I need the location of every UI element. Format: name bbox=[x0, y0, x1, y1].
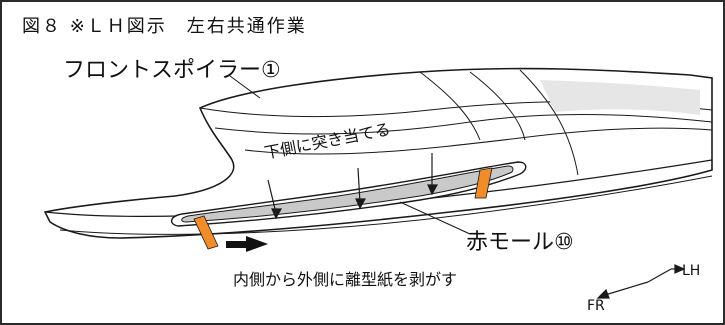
figure-title: 図８ ※ＬＨ図示 左右共通作業 bbox=[22, 16, 307, 37]
instruction-text: 内側から外側に離型紙を剥がす bbox=[233, 270, 458, 289]
orientation-indicator bbox=[596, 264, 686, 299]
peel-direction-arrow bbox=[226, 236, 268, 252]
release-tape-right bbox=[474, 167, 493, 199]
release-tape-left bbox=[193, 215, 219, 250]
part-label-red-molding: 赤モール⑩ bbox=[466, 230, 574, 255]
direction-label-fr: FR bbox=[587, 298, 605, 314]
direction-label-lh: LH bbox=[682, 263, 701, 279]
spoiler-body bbox=[43, 67, 713, 239]
contact-arrows bbox=[267, 153, 439, 220]
part-label-front-spoiler: フロントスポイラー① bbox=[63, 58, 281, 83]
